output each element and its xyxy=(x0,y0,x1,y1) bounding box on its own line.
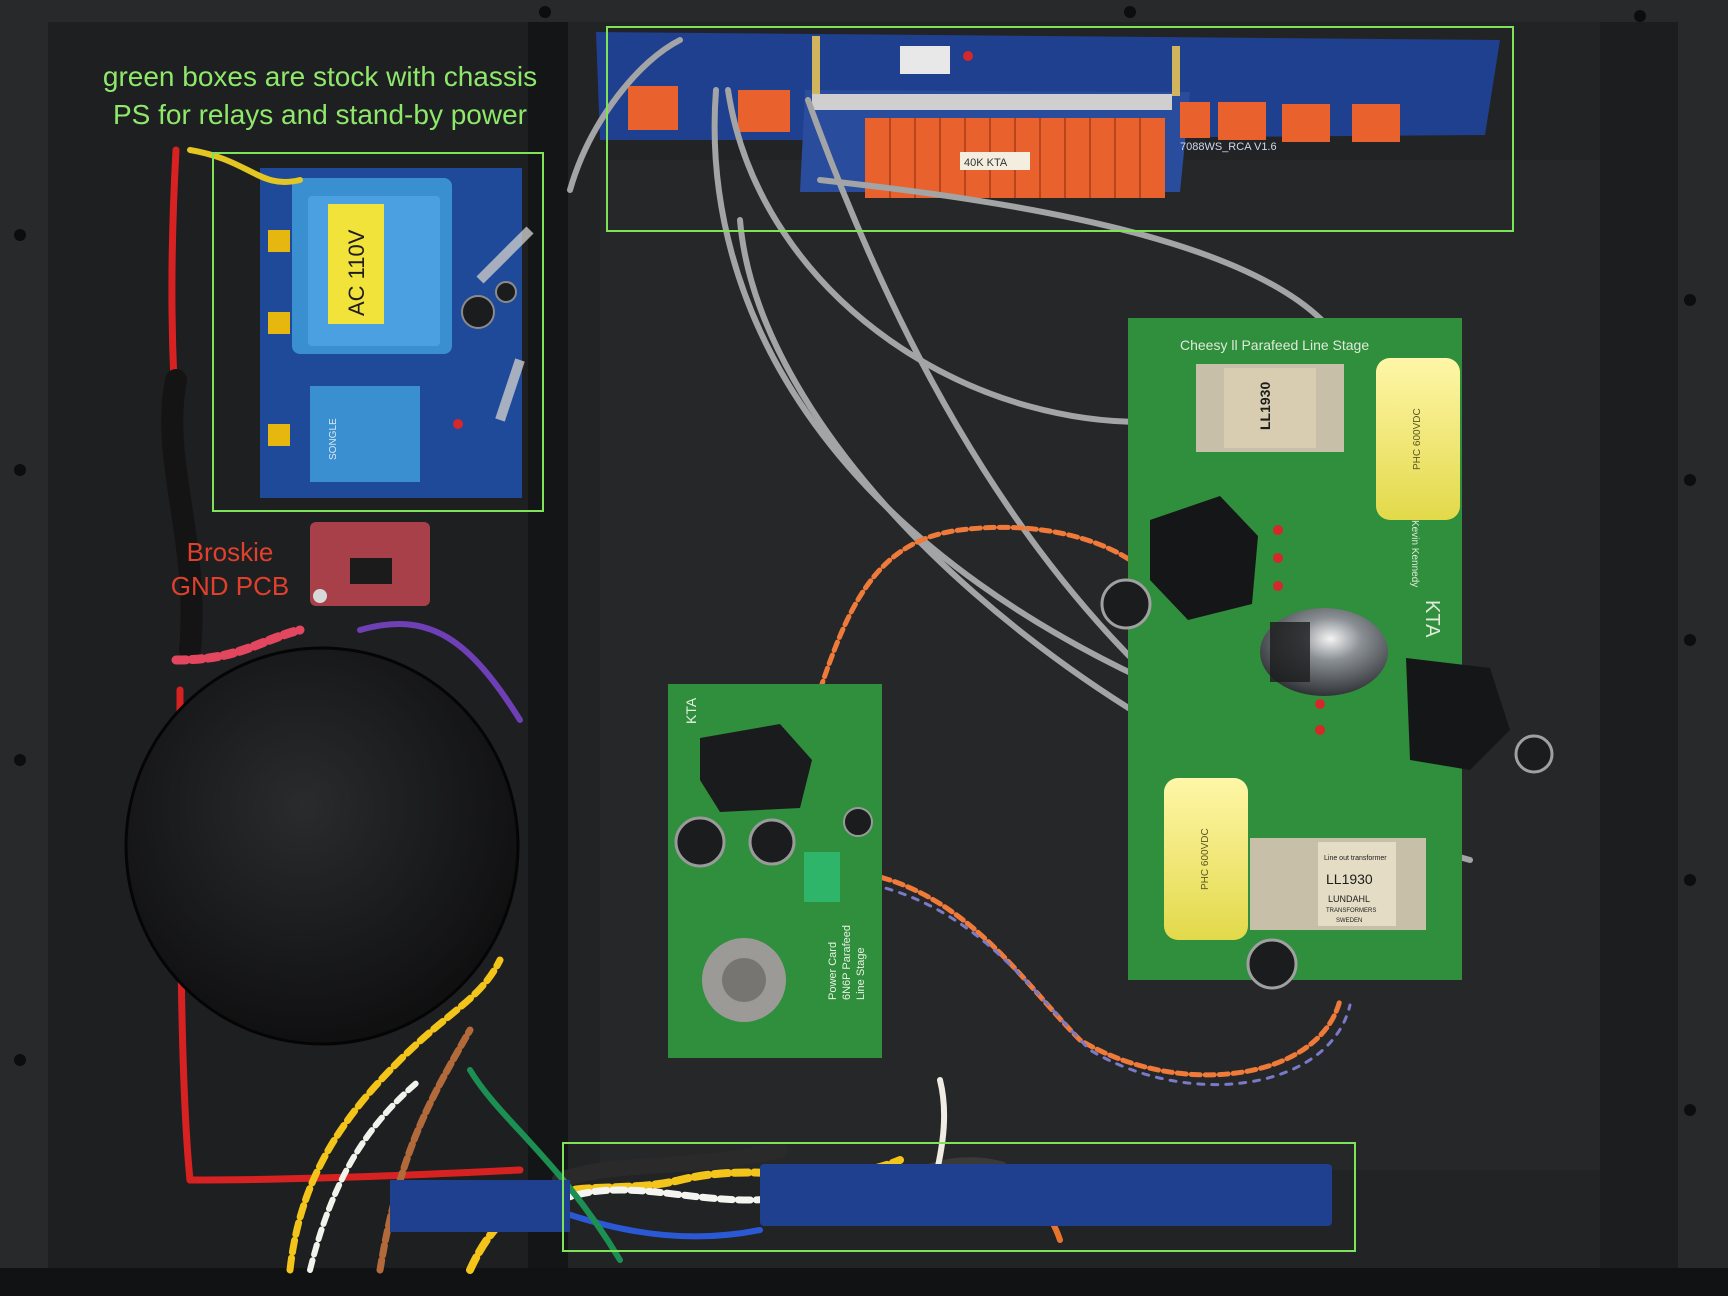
chassis-bottom-lip xyxy=(0,1268,1728,1296)
status-leds xyxy=(453,51,1325,735)
cap-bottom xyxy=(1164,778,1248,940)
stock-note-line-1: green boxes are stock with chassis xyxy=(102,61,538,92)
otx-bottom-heading: Line out transformer xyxy=(1324,855,1387,862)
line-stage-heatsink-1 xyxy=(1150,496,1258,620)
chassis-right-wall xyxy=(1600,22,1678,1284)
stock-note-annotation: green boxes are stock with chassis PS fo… xyxy=(70,58,570,134)
otx-bottom-part: LL1930 xyxy=(1326,871,1373,887)
broskie-line-2: GND PCB xyxy=(170,571,290,601)
power-card-heatsink xyxy=(700,724,812,812)
power-card-terminal xyxy=(804,852,840,902)
psu-capacitors xyxy=(461,281,517,329)
line-stage-cap-3 xyxy=(1514,734,1554,774)
otx-top-part: LL1930 xyxy=(1257,382,1273,430)
standoffs xyxy=(812,36,1180,96)
broskie-part xyxy=(350,558,392,584)
otx-bottom-maker: LUNDAHL xyxy=(1328,894,1370,904)
tape-label: 40K KTA xyxy=(964,157,1008,169)
power-card-text-3: Line Stage xyxy=(855,947,867,1000)
toroidal-transformer xyxy=(126,648,518,1044)
line-stage-cap-2 xyxy=(1246,938,1298,990)
otx-bottom-country: SWEDEN xyxy=(1336,918,1362,924)
stock-highlight-psu xyxy=(212,152,544,512)
line-stage-title: Cheesy ll Parafeed Line Stage xyxy=(1180,337,1369,353)
power-card-text-2: 6N6P Parafeed xyxy=(841,925,853,1000)
orange-twisted-wires xyxy=(817,524,1352,1086)
stock-highlight-front-panel xyxy=(562,1142,1356,1252)
psu-relay xyxy=(310,386,420,482)
broskie-annotation: Broskie GND PCB xyxy=(150,535,310,603)
otx-bottom-sub: TRANSFORMERS xyxy=(1326,908,1376,914)
front-panel-pcb xyxy=(760,1164,1332,1226)
broskie-line-1: Broskie xyxy=(186,537,274,567)
power-card-caps xyxy=(674,807,873,868)
line-stage-heatsink-2 xyxy=(1406,658,1510,770)
transformer-label-bg xyxy=(328,204,384,324)
relay-block-dividers xyxy=(889,118,1141,198)
front-panel-pcb-left xyxy=(390,1180,570,1232)
line-stage-brand: KTA xyxy=(1421,600,1443,638)
transformer-label: AC 110V xyxy=(344,229,369,316)
cap-bottom-label: PHC 600VDC xyxy=(1200,828,1211,890)
tape-label-bg xyxy=(960,152,1030,170)
pin-header xyxy=(812,94,1172,110)
power-card-brand: KTA xyxy=(683,697,699,724)
power-card-text-1: Power Card xyxy=(827,942,839,1000)
relay-board-label: 7088WS_RCA V1.6 xyxy=(1180,141,1277,153)
psu-terminals xyxy=(268,230,290,446)
line-stage-cap-1 xyxy=(1100,578,1152,630)
stock-highlight-relay-board xyxy=(606,26,1514,232)
line-stage-designer: Kevin Kennedy xyxy=(1409,520,1420,587)
stock-note-line-2: PS for relays and stand-by power xyxy=(113,99,527,130)
frame-screws xyxy=(14,6,1696,1116)
cap-top-label: PHC 600VDC xyxy=(1412,408,1423,470)
psu-relay-brand: SONGLE xyxy=(328,418,339,460)
chassis-divider xyxy=(528,22,568,1284)
ribbon-connector xyxy=(900,46,950,74)
ribbon-left xyxy=(476,226,534,422)
cap-top xyxy=(1376,358,1460,520)
